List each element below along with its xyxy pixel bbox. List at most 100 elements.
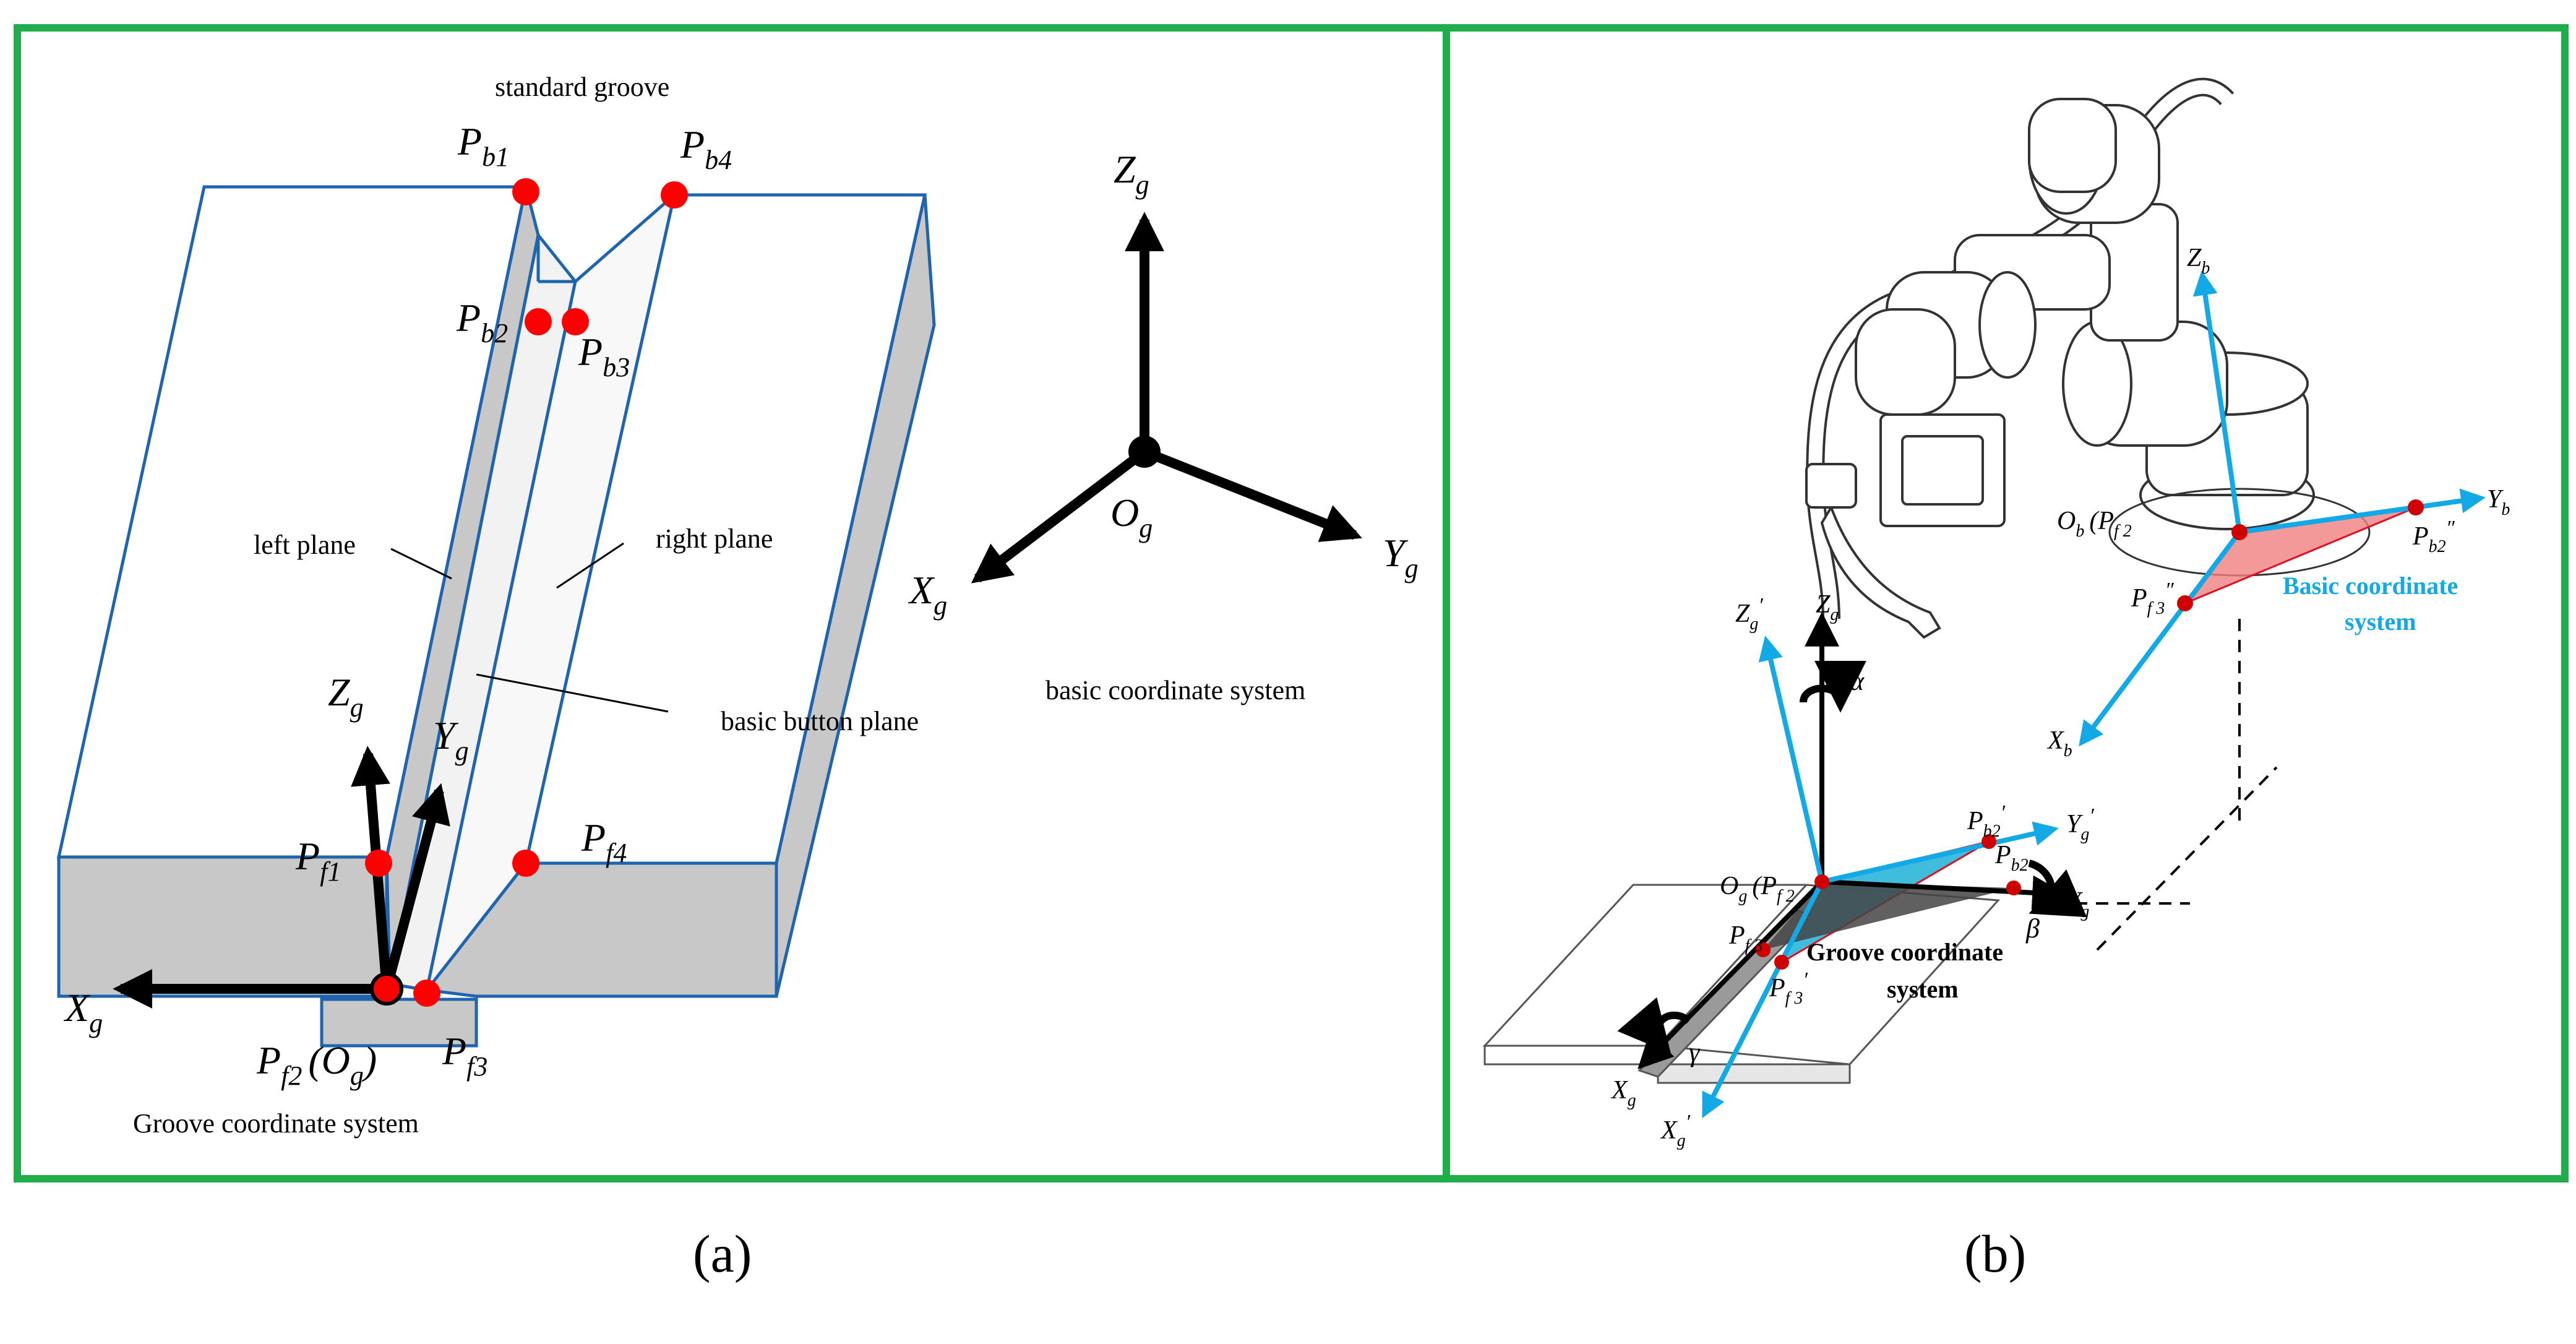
label-bottom-plane: basic button plane [721,706,919,736]
basic-x-axis [971,447,1148,584]
label-right-plane: right plane [656,523,773,554]
label-zg-b: Zg [1816,590,1839,624]
basic-frame-b [2054,270,2486,951]
label-groove-cs: Groove coordinate system [133,1108,419,1139]
groove-points [365,178,688,1007]
ygp-axis-b [1821,821,2059,884]
label-pf3-b: Pf 3 [1728,921,1762,955]
point-pb2 [2006,881,2021,895]
point-pf3 [413,980,440,1007]
label-xgp: Xg′ [1660,1111,1691,1150]
label-pb2: Pb2 [456,296,508,348]
point-pb3 [562,308,589,335]
point-pb4 [661,181,688,209]
label-pf1: Pf1 [295,834,341,887]
point-ob [2231,524,2248,540]
label-groove-cs-b-2: system [1887,975,1959,1003]
yg-axis-line [382,783,450,991]
robot-top-joint [2028,98,2117,193]
label-basic-cs-b-2: system [2345,608,2416,635]
label-zb: Zb [2187,244,2210,278]
basic-y-axis [1143,447,1362,542]
point-pb2 [525,308,552,335]
label-pb2pp: Pb2″ [2412,517,2455,556]
label-alpha: α [1850,666,1865,696]
label-xg-basic: Xg [908,568,947,621]
label-pb1: Pb1 [457,119,509,172]
rotation-alpha-icon [1800,660,1866,713]
label-beta: β [2025,913,2040,944]
title-standard-groove: standard groove [495,72,669,102]
label-xg-b: Xg [1610,1076,1636,1110]
zb-axis [2192,270,2242,533]
point-pf2 [370,972,403,1006]
label-zgp: Zg′ [1735,594,1763,634]
leader-bottom-plane [476,673,669,713]
label-pb4: Pb4 [680,123,732,175]
robot-wrist-2 [1855,308,1956,416]
label-pb3: Pb3 [578,330,630,382]
basic-axes-a [971,212,1362,584]
label-pf3: Pf3 [442,1029,487,1082]
label-yg-basic: Yg [1383,531,1419,584]
caption-b: (b) [1964,1224,2026,1283]
panel-b-frame [1443,24,2569,1182]
caption-a: (a) [693,1224,752,1283]
groove-frame-b [1617,611,2087,1119]
dashed-diag-line [2096,766,2278,951]
rotation-gamma-icon [1617,997,1691,1054]
label-pf3p: Pf 3′ [1769,968,1808,1008]
workpiece-b [1482,884,2001,1084]
label-groove-cs-b-1: Groove coordinate [1806,938,2003,966]
workpiece-left-front [1483,1045,1659,1066]
label-xb: Xb [2046,726,2072,760]
workpiece-right-front [1657,1063,1851,1084]
point-pf3p [1774,955,1789,970]
robot-arm-drawing [1805,77,2371,639]
zgp-axis-b [1758,635,1824,882]
point-pf3pp [2177,595,2193,611]
label-yg-local: Yg [433,713,469,766]
label-left-plane: left plane [254,530,356,560]
label-og-basic: Og [1110,491,1153,543]
groove-block [56,185,936,1048]
point-pb2pp [2408,499,2424,515]
label-ygp: Yg′ [2066,804,2094,844]
label-xg-local: Xg [63,986,103,1038]
robot-wrist-1-cap [1978,271,2037,379]
xb-axis [2079,530,2242,747]
label-pb2p: Pb2′ [1967,801,2006,841]
label-pf2: Pf2(Og) [256,1038,377,1091]
rotation-beta-icon [2028,859,2087,918]
workpiece-right-top [1655,884,2001,1066]
leader-left-plane [390,548,452,580]
label-yg-b: Yg [2066,887,2089,921]
label-zg-local: Zg [328,670,364,723]
leader-right-plane [556,542,624,589]
groove-dark-plane [1763,882,2014,950]
label-pf4: Pf4 [581,816,627,868]
label-pf3pp: Pf 3″ [2131,579,2174,618]
xg-axis-b [1638,880,1824,1069]
point-pf4 [512,850,539,877]
label-basic-cs-b-1: Basic coordinate [2283,572,2458,600]
label-ob: Ob(Pf 2 [2057,507,2132,541]
label-basic-cs: basic coordinate system [1045,675,1305,705]
robot-cable-clamp [1805,463,1857,509]
basic-origin [1128,436,1161,468]
point-pf3 [1756,942,1771,957]
label-yb: Yb [2487,485,2510,519]
robot-tool-block-2 [1901,435,1984,506]
point-pb1 [512,178,539,205]
label-zg-basic: Zg [1114,147,1149,200]
label-pb2-b: Pb2 [1994,841,2029,875]
xgp-axis-b [1702,881,1824,1119]
robot-torch [1820,504,1941,639]
point-pb2p [1981,834,1996,849]
yg-axis-b [1821,875,2067,910]
yb-axis [2239,488,2486,535]
point-pf1 [365,850,392,877]
label-gamma: γ [1689,1037,1701,1067]
label-og-b: Og(Pf 2 [1720,872,1795,906]
